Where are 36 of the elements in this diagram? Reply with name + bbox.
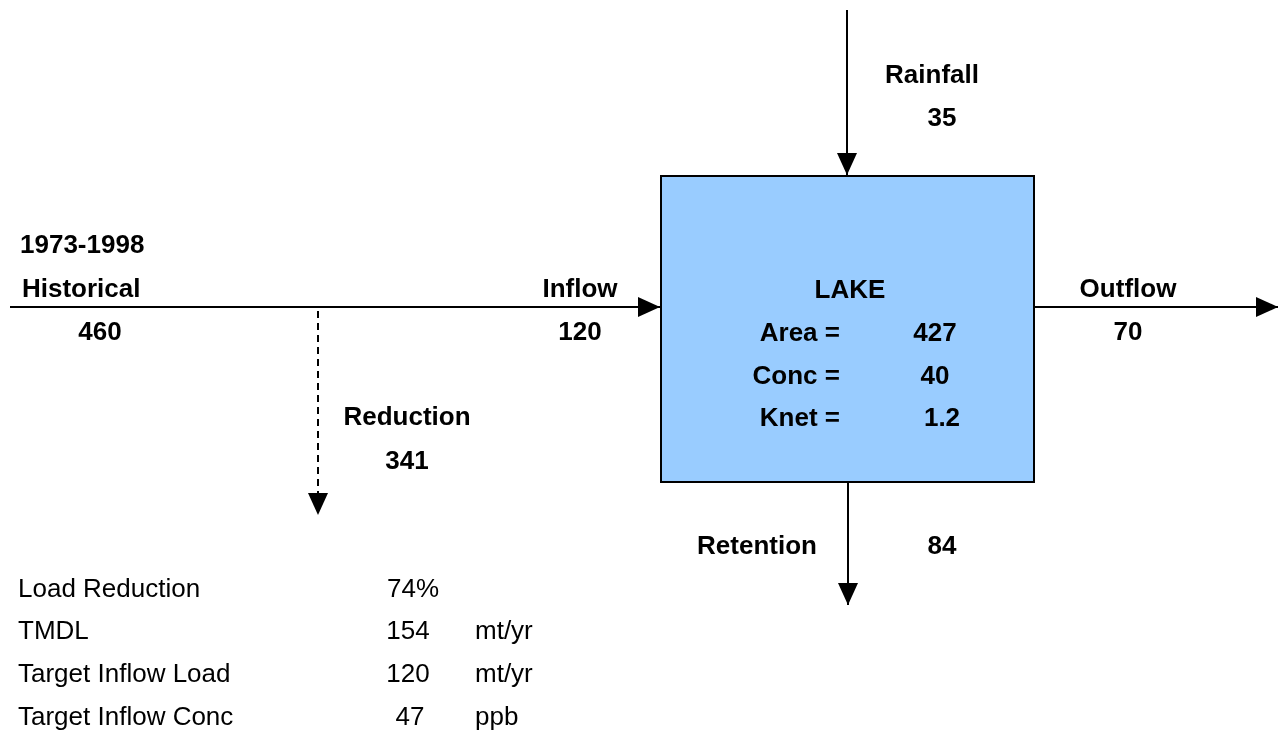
period-label: 1973-1998 xyxy=(20,229,145,259)
flow-label: Historical xyxy=(22,273,141,303)
table-value: 74% xyxy=(387,573,439,603)
flow-value: 460 xyxy=(78,316,122,346)
flow-label: Retention xyxy=(697,530,817,560)
flow-label: Inflow xyxy=(542,273,618,303)
table-unit: mt/yr xyxy=(475,658,533,688)
table-value: 120 xyxy=(386,658,430,688)
area-label: Area = xyxy=(759,317,840,347)
flow-value: 341 xyxy=(385,445,429,475)
lake-name: LAKE xyxy=(814,274,886,304)
rainfall-arrow xyxy=(837,9,857,176)
table-label: Target Inflow Conc xyxy=(18,701,234,731)
area-value: 427 xyxy=(913,317,957,347)
retention-arrow xyxy=(838,482,858,606)
flow-value: 84 xyxy=(927,530,957,560)
concentration-label: Conc = xyxy=(752,360,840,390)
concentration-value: 40 xyxy=(920,360,950,390)
flow-label: Outflow xyxy=(1079,273,1177,303)
outflow-arrow xyxy=(1034,297,1278,317)
table-label: TMDL xyxy=(18,615,89,645)
lake-box xyxy=(660,175,1035,483)
flow-value: 70 xyxy=(1113,316,1143,346)
flow-label: Reduction xyxy=(343,401,471,431)
knet-value: 1.2 xyxy=(923,402,961,432)
table-unit: mt/yr xyxy=(475,615,533,645)
flow-value: 120 xyxy=(558,316,602,346)
table-value: 154 xyxy=(386,615,430,645)
knet-label: Knet = xyxy=(759,402,840,432)
flow-label: Rainfall xyxy=(885,59,979,89)
table-unit: ppb xyxy=(475,701,519,731)
table-label: Load Reduction xyxy=(18,573,201,603)
inflow-arrow xyxy=(9,297,661,317)
table-label: Target Inflow Load xyxy=(18,658,231,688)
flow-value: 35 xyxy=(927,102,957,132)
table-value: 47 xyxy=(395,701,425,731)
